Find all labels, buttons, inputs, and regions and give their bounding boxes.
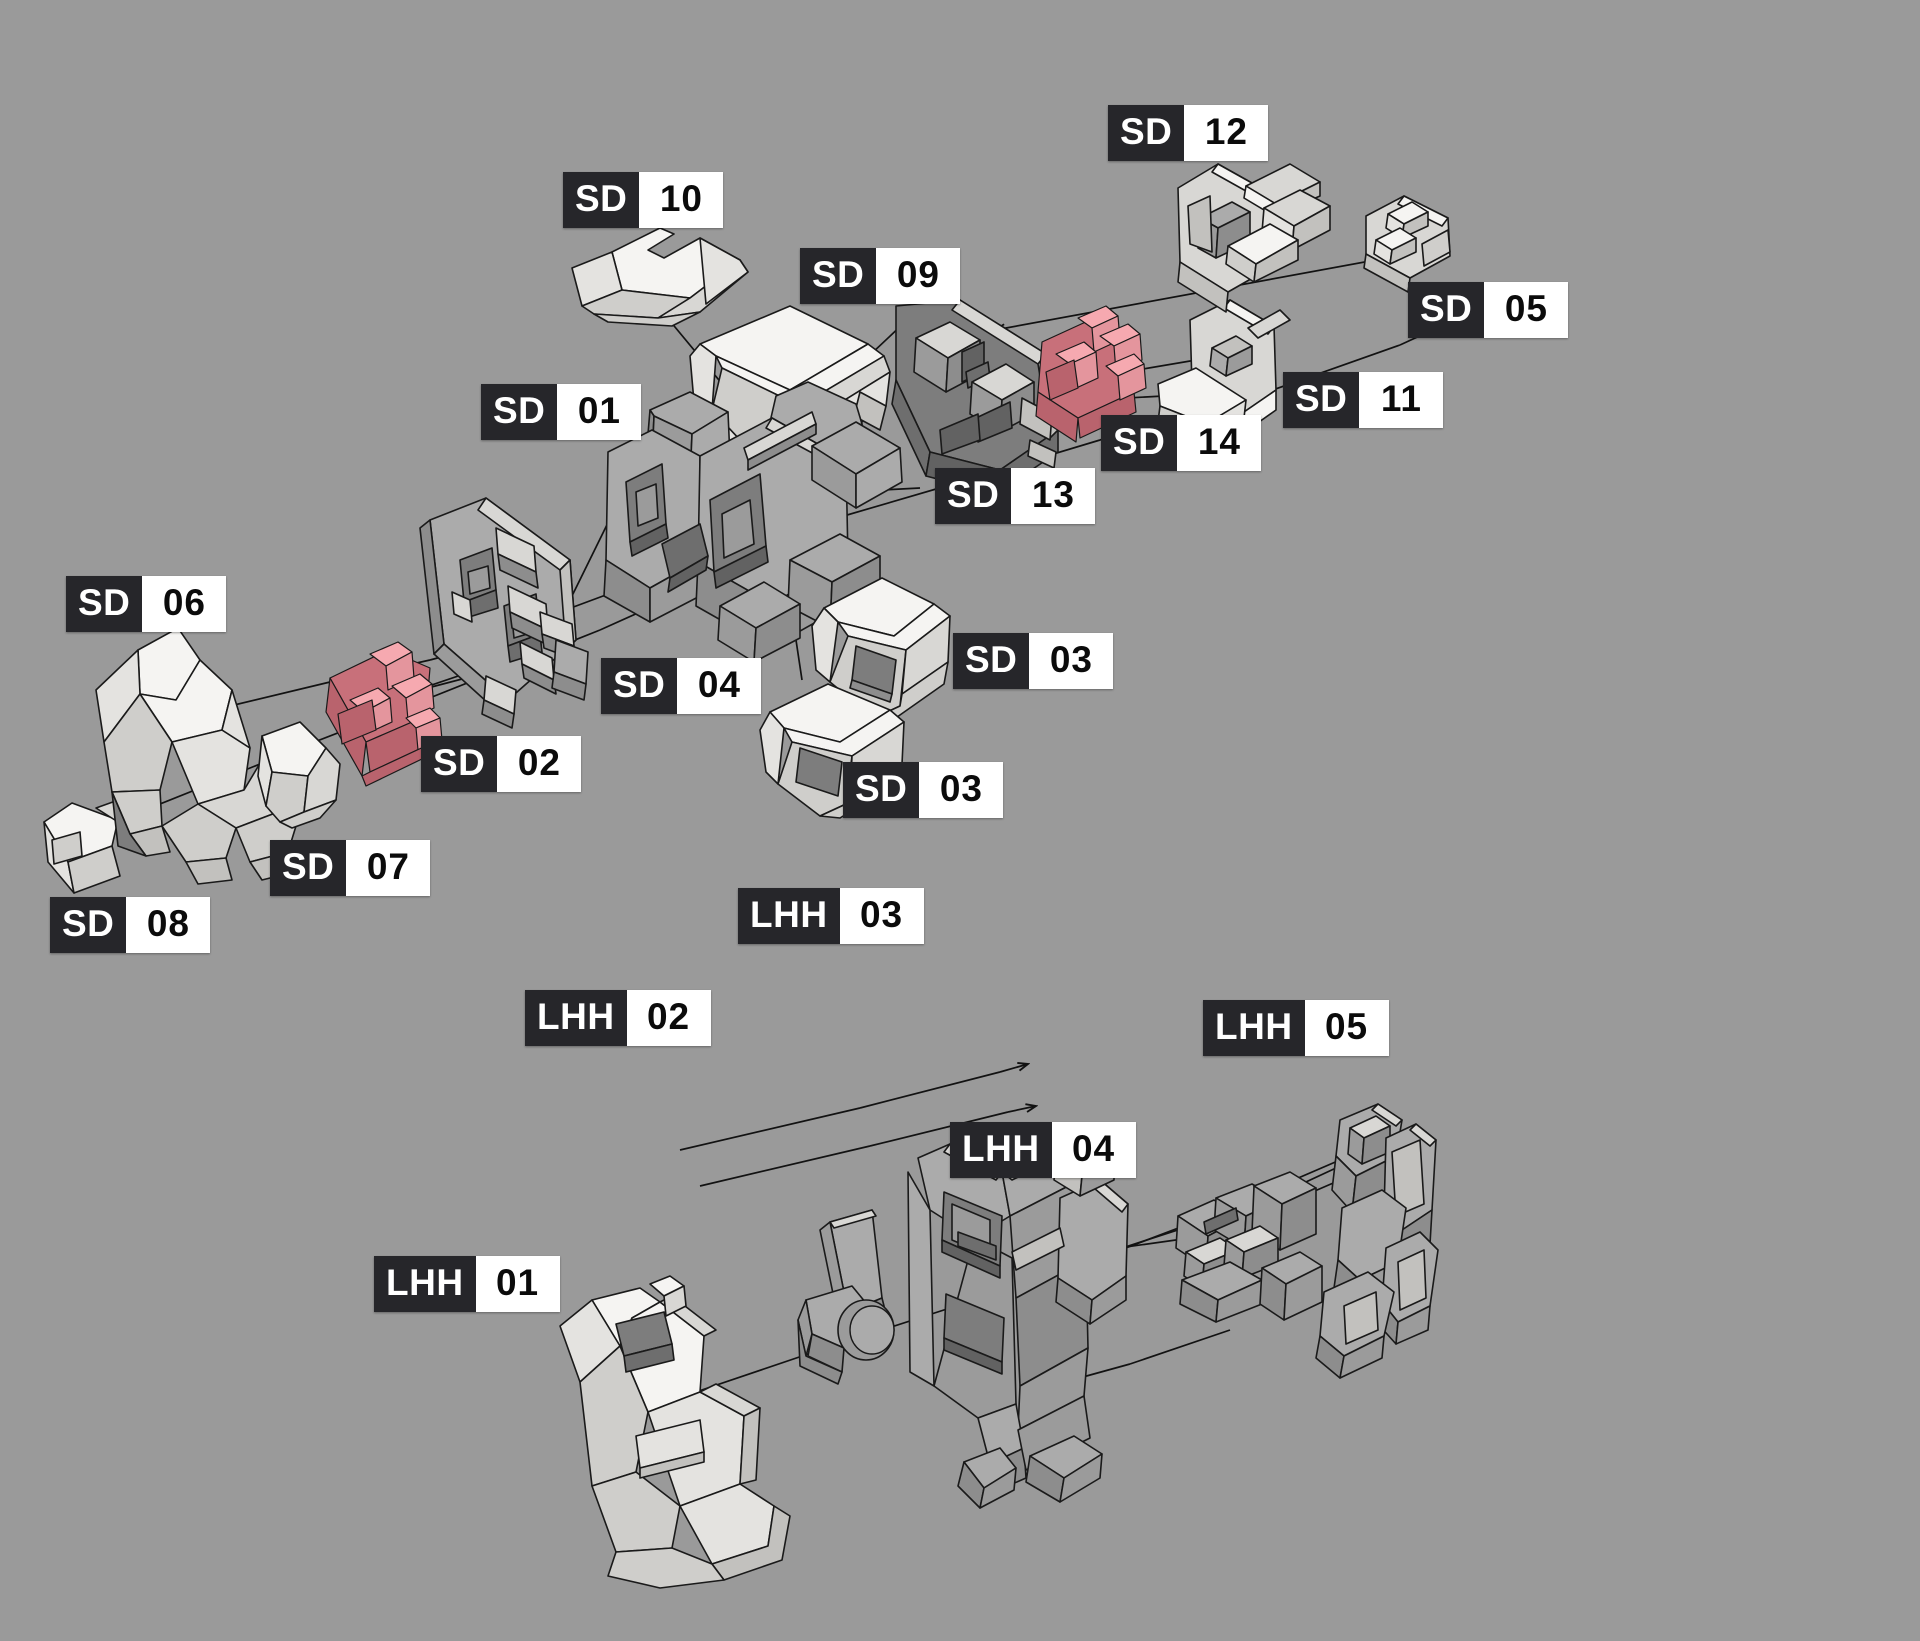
label-number: 05 — [1304, 1000, 1389, 1056]
label-prefix: SD — [270, 840, 347, 896]
label-number: 01 — [557, 384, 642, 440]
part-sd-07 — [257, 721, 341, 829]
label-number: 03 — [1029, 633, 1114, 689]
label-prefix: SD — [1283, 372, 1360, 428]
part-lhh-03 — [907, 1139, 1129, 1509]
label-prefix: SD — [800, 248, 877, 304]
label-number: 04 — [1051, 1122, 1136, 1178]
label-number: 11 — [1359, 372, 1444, 428]
label-prefix: SD — [421, 736, 498, 792]
part-sd-13 — [891, 299, 1059, 495]
part-sd-04 — [419, 497, 589, 729]
part-sd-03-upper — [811, 577, 951, 723]
label-prefix: SD — [50, 897, 127, 953]
label-prefix: SD — [1408, 282, 1485, 338]
label-prefix: SD — [1108, 105, 1185, 161]
label-number: 09 — [876, 248, 961, 304]
label-prefix: SD — [935, 468, 1012, 524]
label-prefix: SD — [563, 172, 640, 228]
label-number: 08 — [126, 897, 211, 953]
label-prefix: LHH — [1203, 1000, 1305, 1056]
label-number: 12 — [1184, 105, 1269, 161]
label-number: 06 — [142, 576, 227, 632]
label-number: 04 — [677, 658, 762, 714]
part-sd-14 — [1035, 305, 1147, 443]
label-number: 02 — [626, 990, 711, 1046]
part-lhh-02 — [797, 1209, 895, 1385]
part-sd-08 — [43, 797, 143, 894]
label-prefix: SD — [843, 762, 920, 818]
part-sd-10 — [571, 227, 749, 327]
label-number: 10 — [639, 172, 724, 228]
label-prefix: LHH — [950, 1122, 1052, 1178]
label-number: 03 — [919, 762, 1004, 818]
part-sd-01 — [603, 381, 903, 663]
label-prefix: SD — [66, 576, 143, 632]
label-prefix: SD — [953, 633, 1030, 689]
label-number: 05 — [1484, 282, 1569, 338]
label-prefix: SD — [601, 658, 678, 714]
part-sd-05 — [1363, 195, 1451, 293]
label-prefix: SD — [481, 384, 558, 440]
label-number: 03 — [839, 888, 924, 944]
label-prefix: LHH — [525, 990, 627, 1046]
label-prefix: SD — [1101, 415, 1178, 471]
label-number: 13 — [1011, 468, 1096, 524]
label-number: 07 — [346, 840, 431, 896]
part-sd-12 — [1177, 163, 1331, 313]
label-prefix: LHH — [374, 1256, 476, 1312]
part-sd-02 — [325, 641, 443, 787]
part-sd-03-lower — [759, 683, 905, 819]
part-lhh-01 — [559, 1275, 791, 1589]
label-number: 01 — [475, 1256, 560, 1312]
part-lhh-04 — [1175, 1171, 1323, 1323]
label-prefix: LHH — [738, 888, 840, 944]
part-lhh-05 — [1315, 1103, 1439, 1379]
label-number: 02 — [497, 736, 582, 792]
label-number: 14 — [1177, 415, 1262, 471]
